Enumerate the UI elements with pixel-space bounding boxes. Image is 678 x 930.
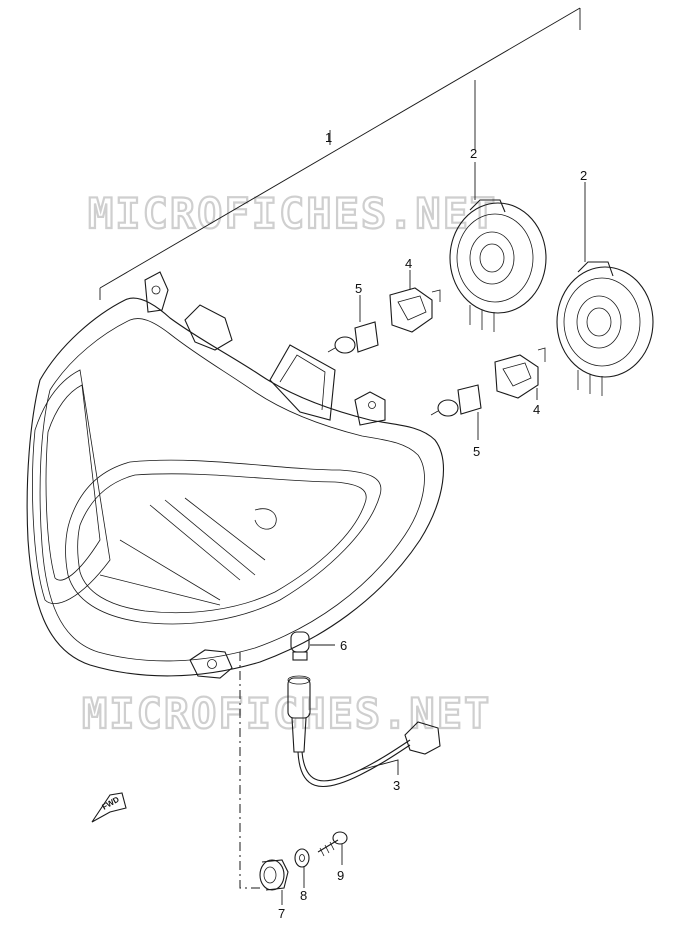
assembly-bracket [99,7,581,300]
callout-4-upper: 4 [405,256,412,271]
bulb-holder-upper [389,287,441,333]
callout-4-lower: 4 [533,402,540,417]
callout-2-lower: 2 [580,168,587,183]
socket-cover-lower [556,261,654,396]
socket-cord [287,675,441,788]
position-bulb [290,631,310,661]
watermark-bottom: MICROFICHES.NET [82,689,491,738]
center-line [239,652,262,889]
callout-5-lower: 5 [473,444,480,459]
callout-3: 3 [393,778,400,793]
bulb-holder-lower [494,347,546,399]
callout-9: 9 [337,868,344,883]
callout-5-upper: 5 [355,281,362,296]
grommet [259,859,289,891]
headlight-housing [26,271,444,679]
leader-lines [281,80,586,905]
callout-7: 7 [278,906,285,921]
callout-2-upper: 2 [470,146,477,161]
watermark-top: MICROFICHES.NET [88,189,497,238]
callout-8: 8 [300,888,307,903]
bulb-upper [327,321,379,354]
callout-6: 6 [340,638,347,653]
washer [294,848,310,868]
bulb-lower [430,384,482,417]
callout-1: 1 [325,130,332,145]
socket-cover-upper [449,199,547,332]
callouts: 1 2 2 3 4 4 5 5 6 7 8 9 [278,130,587,921]
screw [317,831,348,857]
fwd-direction-marker: FWD [91,792,127,823]
fwd-label: FWD [101,795,121,812]
